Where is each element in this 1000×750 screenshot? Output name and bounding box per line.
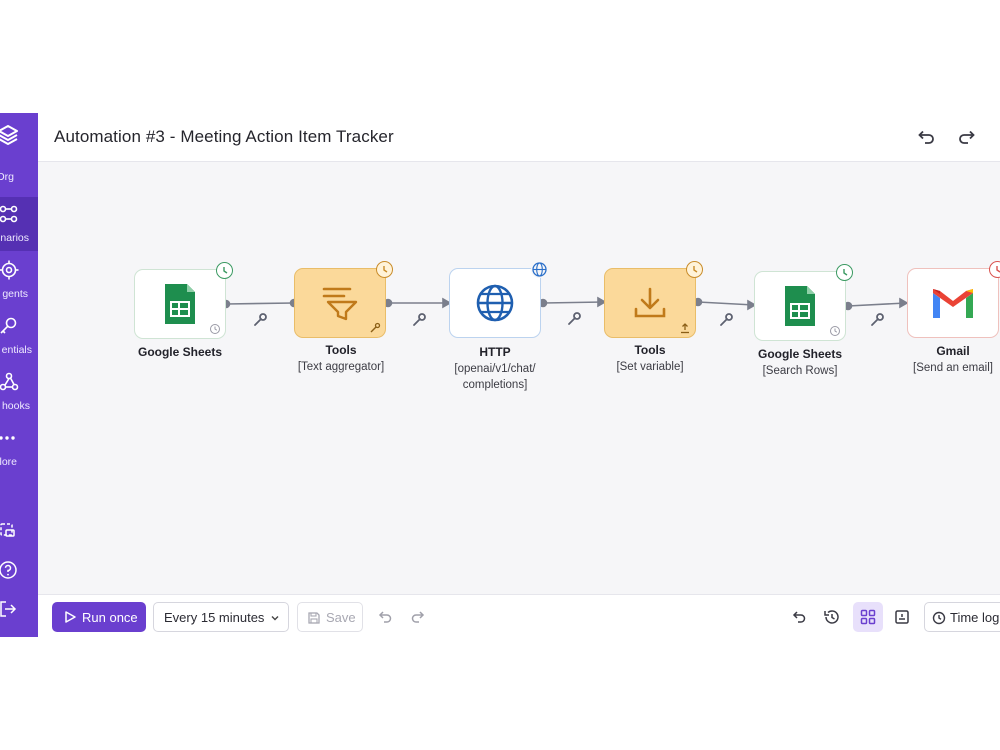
globe-badge-icon xyxy=(531,261,548,278)
webhook-icon xyxy=(0,372,19,391)
google-sheets-icon xyxy=(165,284,195,324)
sidebar-item-org[interactable]: Org xyxy=(0,153,38,193)
undo-icon[interactable] xyxy=(914,125,938,149)
node-gmail[interactable] xyxy=(907,261,1000,338)
help-icon[interactable] xyxy=(0,560,18,580)
undo-icon[interactable] xyxy=(789,607,809,627)
notifications-icon[interactable] xyxy=(0,521,18,541)
schedule-clock-icon xyxy=(376,261,393,278)
sidebar-item-label: hooks xyxy=(1,400,30,412)
node-subtitle: [openai/v1/chat/ completions] xyxy=(454,363,536,391)
chevron-down-icon xyxy=(271,616,279,621)
node-subtitle: [Set variable] xyxy=(616,361,684,373)
schedule-clock-icon xyxy=(836,264,853,281)
wrench-icon[interactable] xyxy=(566,311,582,327)
wrench-small-icon xyxy=(370,322,381,333)
logout-icon[interactable] xyxy=(0,599,18,619)
node-google-sheets[interactable] xyxy=(134,262,233,339)
sidebar-item-label: lore xyxy=(0,456,17,468)
key-icon xyxy=(0,317,17,334)
sidebar-item-scenarios[interactable]: narios xyxy=(0,197,38,251)
node-title: Tools xyxy=(634,343,666,357)
sidebar-item-label: gents xyxy=(2,288,28,300)
node-http[interactable] xyxy=(449,261,548,338)
gmail-icon xyxy=(933,289,973,318)
schedule-clock-icon xyxy=(216,262,233,279)
save-icon xyxy=(308,612,320,624)
globe-icon xyxy=(476,284,514,322)
history-icon xyxy=(210,324,220,334)
workflow-canvas[interactable]: Google Sheets Tools [Text aggregator] HT… xyxy=(38,161,1000,594)
schedule-value: Every 15 minutes xyxy=(164,610,265,625)
undo-icon[interactable] xyxy=(375,607,395,627)
grid-icon xyxy=(860,609,876,625)
history-icon xyxy=(830,326,840,336)
node-subtitle: [Search Rows] xyxy=(762,365,838,377)
node-title: Google Sheets xyxy=(757,347,843,361)
page-title: Automation #3 - Meeting Action Item Trac… xyxy=(54,127,394,146)
schedule-select[interactable]: Every 15 minutes xyxy=(153,602,289,632)
wrench-icon[interactable] xyxy=(869,312,885,328)
node-title: Google Sheets xyxy=(137,345,223,359)
node-title: HTTP xyxy=(479,345,511,359)
redo-icon[interactable] xyxy=(408,607,428,627)
sidebar-item-label: Org xyxy=(0,171,14,183)
node-tools-text-aggregator[interactable] xyxy=(294,261,393,338)
time-log-button[interactable]: Time log xyxy=(924,602,1000,632)
sidebar-item-agents[interactable]: gents xyxy=(0,253,38,307)
play-icon xyxy=(65,611,76,623)
save-label: Save xyxy=(326,610,356,625)
footer-toolbar: Run once Every 15 minutes Save xyxy=(38,594,1000,637)
wrench-icon[interactable] xyxy=(252,312,268,328)
run-once-label: Run once xyxy=(82,610,138,625)
run-once-button[interactable]: Run once xyxy=(52,602,146,632)
more-icon xyxy=(0,436,15,440)
node-google-sheets-search-rows[interactable] xyxy=(754,264,853,341)
agents-icon xyxy=(0,260,19,280)
schedule-clock-icon xyxy=(989,261,1000,278)
node-subtitle: [Text aggregator] xyxy=(297,361,385,373)
sidebar-item-webhooks[interactable]: hooks xyxy=(0,365,38,419)
node-subtitle: [Send an email] xyxy=(913,362,993,374)
history-icon[interactable] xyxy=(822,607,842,627)
grid-layout-button[interactable] xyxy=(853,602,883,632)
sidebar: Org narios gents entials hooks lore xyxy=(0,113,38,637)
connections xyxy=(221,296,909,311)
scenarios-icon xyxy=(0,205,18,223)
sidebar-item-label: entials xyxy=(1,344,32,356)
header: Automation #3 - Meeting Action Item Trac… xyxy=(38,113,1000,162)
wrench-icon[interactable] xyxy=(718,312,734,328)
node-title: Tools xyxy=(325,343,357,357)
wrench-icon[interactable] xyxy=(411,312,427,328)
logo-icon[interactable] xyxy=(0,123,20,147)
save-button[interactable]: Save xyxy=(297,602,363,632)
sidebar-item-more[interactable]: lore xyxy=(0,421,38,475)
notes-icon[interactable] xyxy=(892,607,912,627)
time-log-label: Time log xyxy=(950,610,1000,625)
schedule-clock-icon xyxy=(686,261,703,278)
filter-icon xyxy=(322,287,358,321)
sidebar-item-label: narios xyxy=(0,232,29,244)
app-window: Org narios gents entials hooks lore xyxy=(0,113,1000,637)
redo-icon[interactable] xyxy=(955,125,979,149)
node-tools-set-variable[interactable] xyxy=(604,261,703,338)
clock-icon xyxy=(932,611,946,625)
google-sheets-icon xyxy=(785,286,815,326)
node-title: Gmail xyxy=(936,344,970,358)
download-icon xyxy=(634,287,666,318)
upload-small-icon xyxy=(681,323,689,334)
sidebar-item-credentials[interactable]: entials xyxy=(0,309,38,363)
